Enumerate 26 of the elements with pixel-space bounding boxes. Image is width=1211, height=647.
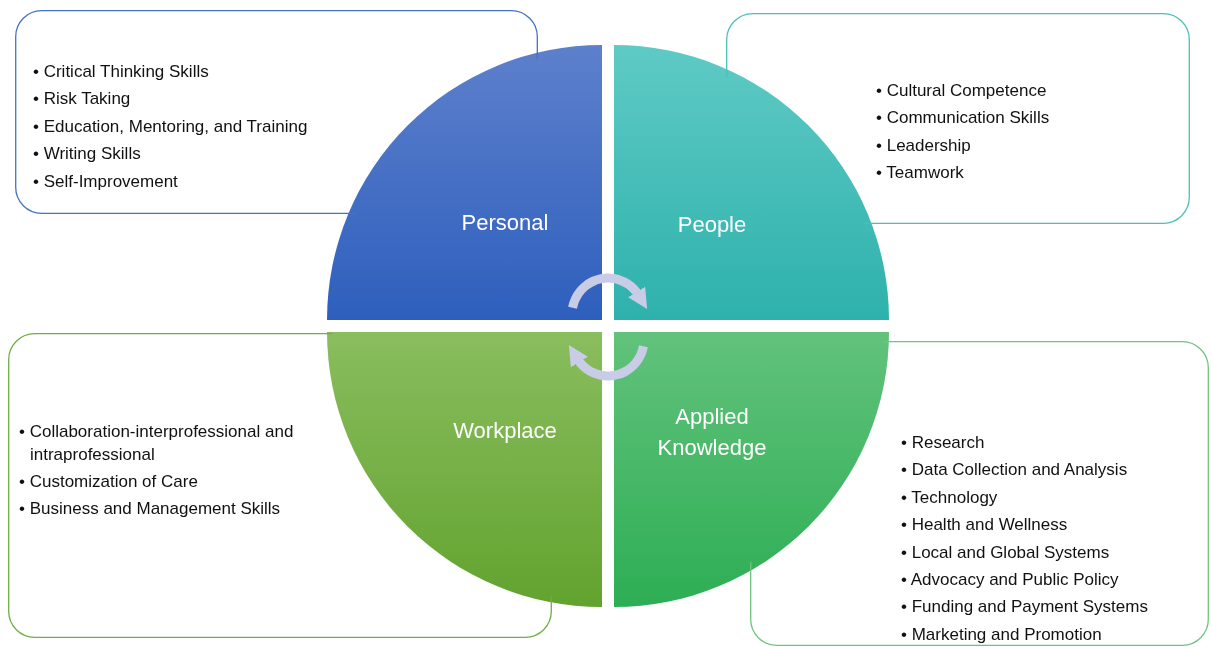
quadrant-label: People [677,210,747,239]
list-item: • Advocacy and Public Policy [901,569,1120,592]
list-item: • Health and Wellness [901,514,1069,537]
list-item: • Communication Skills [876,107,1051,130]
list-item: • Collaboration-interprofessional and intraprofessional [19,421,295,466]
list-item: • Education, Mentoring, and Training [33,115,309,138]
list-item: • Customization of Care [19,471,199,493]
cycle-arrow [568,342,648,381]
list-item: • Research [901,432,986,454]
list-item: • Critical Thinking Skills [33,61,210,83]
list-item: • Writing Skills [33,143,142,166]
list-item: • Cultural Competence [876,80,1048,102]
list-item: • Self-Improvement [33,170,179,193]
list-item: • Risk Taking [33,88,132,111]
quadrant-label: Applied Knowledge [656,403,768,462]
quadrant-label: Personal [461,208,549,237]
quadrant-label: Workplace [453,416,557,445]
cycle-arrow [568,273,648,312]
list-item: • Marketing and Promotion [901,623,1103,646]
list-item: • Funding and Payment Systems [901,596,1149,619]
list-item: • Teamwork [876,162,965,185]
list-item: • Business and Management Skills [19,498,282,521]
list-item: • Technology [901,486,999,509]
list-item: • Leadership [876,134,972,157]
list-item: • Local and Global Systems [901,541,1111,564]
list-item: • Data Collection and Analysis [901,459,1129,482]
